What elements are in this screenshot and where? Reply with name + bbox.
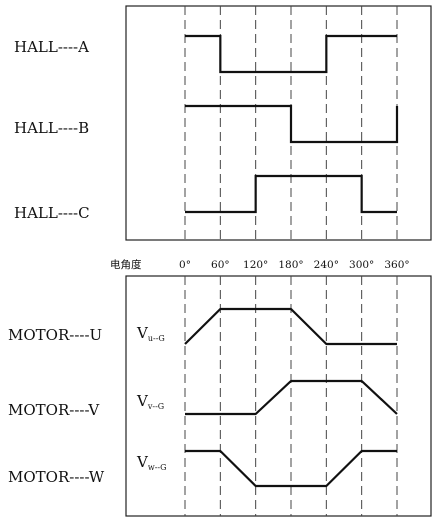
axis-title: 电角度	[110, 258, 142, 271]
motor-grid	[184, 276, 398, 516]
tick-360: 360°	[384, 259, 409, 271]
hall-c-label: HALL----C	[14, 204, 90, 222]
motor-waveforms	[184, 307, 398, 488]
vw-g-annotation: Vw--G	[136, 453, 167, 472]
hall-waveforms	[185, 34, 399, 214]
vw-g-sub: w--G	[148, 463, 167, 472]
axis-tick-labels: 0° 60° 120° 180° 240° 300° 360°	[179, 259, 410, 271]
motor-u-label: MOTOR----U	[8, 326, 102, 344]
motor-u-waveform	[184, 307, 397, 346]
hall-b-waveform	[185, 104, 399, 144]
vv-g-annotation: Vv--G	[136, 392, 164, 411]
motor-w-waveform	[185, 449, 397, 488]
motor-panel	[125, 275, 432, 517]
tick-240: 240°	[314, 259, 339, 271]
vw-g-main: V	[136, 453, 149, 471]
hall-c-waveform	[185, 174, 397, 214]
vu-g-main: V	[136, 324, 149, 342]
tick-180: 180°	[278, 259, 303, 271]
motor-v-label: MOTOR----V	[8, 401, 100, 419]
vv-g-sub: v--G	[147, 402, 164, 411]
vv-g-main: V	[136, 392, 149, 410]
hall-panel	[125, 5, 432, 241]
motor-v-waveform	[185, 379, 398, 416]
tick-120: 120°	[243, 259, 268, 271]
vu-g-sub: u--G	[148, 334, 165, 343]
hall-a-label: HALL----A	[14, 38, 89, 56]
hall-b-label: HALL----B	[14, 119, 89, 137]
motor-w-label: MOTOR----W	[8, 468, 105, 486]
tick-60: 60°	[211, 259, 230, 271]
vu-g-annotation: Vu--G	[136, 324, 165, 343]
tick-300: 300°	[349, 259, 374, 271]
hall-a-waveform	[185, 34, 397, 74]
tick-0: 0°	[179, 259, 191, 271]
